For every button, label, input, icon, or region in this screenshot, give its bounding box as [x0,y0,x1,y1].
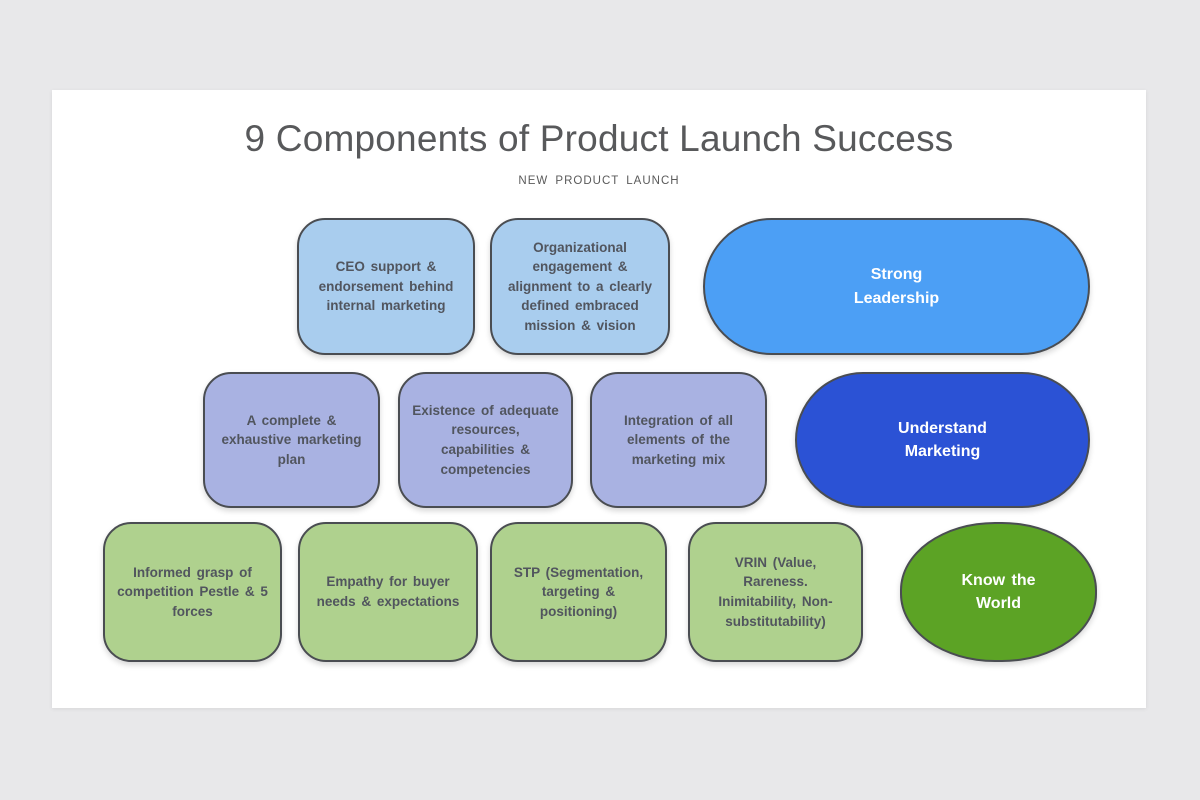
box-ceo-support-label: CEO support & endorsement behind interna… [318,259,454,314]
pill-understand-marketing-label: Understand Marketing [898,419,987,460]
box-informed-grasp-competition-label: Informed grasp of competition Pestle & 5… [117,564,268,619]
box-vrin: VRIN (Value, Rareness. Inimitability, No… [688,522,863,662]
box-marketing-mix-integration-label: Integration of all elements of the marke… [623,412,733,467]
box-informed-grasp-competition: Informed grasp of competition Pestle & 5… [103,522,282,662]
box-marketing-mix-integration: Integration of all elements of the marke… [590,372,767,508]
slide-card: 9 Components of Product Launch Success N… [52,90,1146,708]
box-buyer-empathy: Empathy for buyer needs & expectations [298,522,478,662]
box-stp-label: STP (Segmentation, targeting & positioni… [513,564,644,619]
box-vrin-label: VRIN (Value, Rareness. Inimitability, No… [718,554,833,629]
pill-strong-leadership-label: Strong Leadership [853,266,940,307]
box-adequate-resources-label: Existence of adequate resources, capabil… [412,402,559,477]
box-stp: STP (Segmentation, targeting & positioni… [490,522,667,662]
box-adequate-resources: Existence of adequate resources, capabil… [398,372,573,508]
box-marketing-plan-label: A complete & exhaustive marketing plan [221,412,362,467]
pill-understand-marketing: Understand Marketing [795,372,1090,508]
box-marketing-plan: A complete & exhaustive marketing plan [203,372,380,508]
page-subtitle: NEW PRODUCT LAUNCH [518,175,680,187]
page-title: 9 Components of Product Launch Success [244,118,954,159]
ellipse-know-the-world-label: Know the World [961,571,1036,612]
box-ceo-support: CEO support & endorsement behind interna… [297,218,475,355]
box-buyer-empathy-label: Empathy for buyer needs & expectations [316,574,460,609]
box-organizational-engagement: Organizational engagement & alignment to… [490,218,670,355]
ellipse-know-the-world: Know the World [900,522,1097,662]
pill-strong-leadership: Strong Leadership [703,218,1090,355]
box-organizational-engagement-label: Organizational engagement & alignment to… [507,239,653,333]
